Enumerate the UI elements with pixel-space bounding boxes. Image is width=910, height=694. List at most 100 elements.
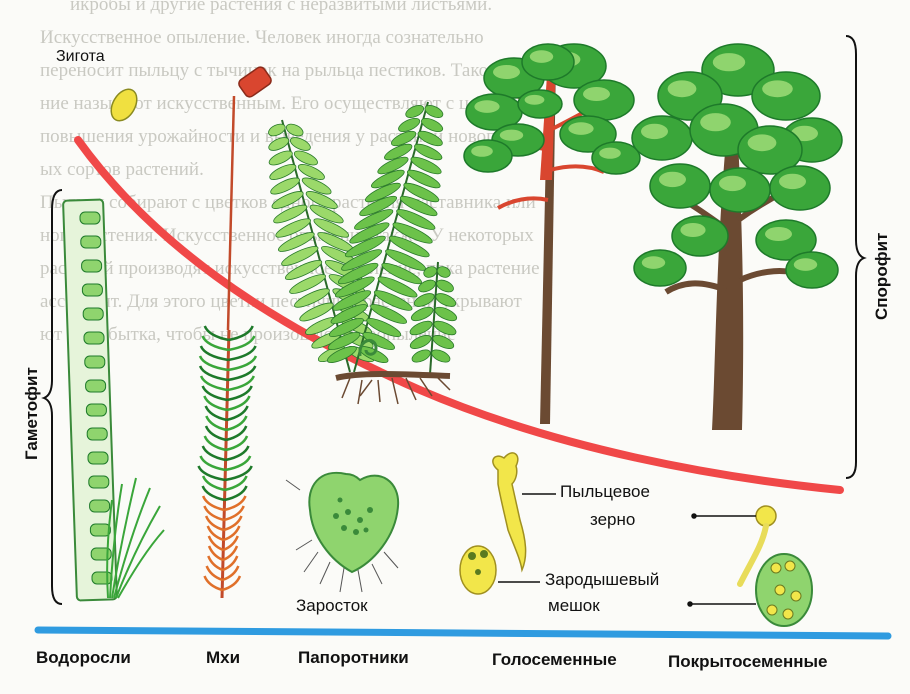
moss-leaf: [224, 485, 248, 502]
algae-cell: [83, 331, 105, 345]
algae-cell: [82, 307, 104, 321]
fern-pinna: [431, 349, 451, 363]
fern-pinna: [414, 143, 443, 161]
fern-pinna: [344, 235, 386, 258]
fern-pinna: [268, 150, 293, 166]
fern-pinna: [396, 209, 436, 230]
fern-pinna: [270, 177, 300, 195]
fern-pinna: [406, 169, 441, 189]
moss-leaves: [197, 325, 258, 592]
fern-pinna: [433, 320, 457, 336]
group-label-angiosperms: Покрытосеменные: [668, 652, 828, 671]
moss-leaf: [205, 565, 223, 582]
fern-pinna: [297, 164, 325, 180]
moss-leaf: [223, 515, 243, 532]
pine-foliage-highlight: [499, 129, 524, 141]
fern-fronds: [268, 101, 458, 375]
fern-pinna: [399, 195, 438, 217]
oak-foliage-clump: [769, 165, 831, 211]
fern-pinna: [309, 204, 344, 224]
background-text-line: икробы и другие растения с неразвитыми л…: [70, 0, 492, 15]
moss-leaf: [221, 575, 242, 592]
embryo-sac-label-line1: Зародышевый: [545, 570, 660, 589]
fern-pinna: [293, 150, 318, 166]
fern-pinna: [281, 246, 319, 266]
oak-foliage-clump: [671, 215, 729, 257]
moss-leaf: [198, 355, 229, 372]
fern-pinna: [330, 304, 368, 324]
pine-crowns: [463, 43, 641, 175]
moss-leaf: [198, 365, 228, 382]
fern-pinna: [268, 123, 286, 137]
fern-pinna: [285, 123, 304, 137]
oak-foliage-highlight: [680, 223, 706, 237]
fern-pinna: [409, 320, 433, 336]
algae-cell: [86, 427, 108, 441]
background-text-line: ние называют искусственным. Его осуществ…: [40, 93, 510, 114]
fern-pinna: [329, 318, 364, 337]
moss-leaf: [199, 345, 229, 362]
algae-cell: [88, 475, 110, 489]
algae-cell: [90, 547, 112, 561]
fern-pinna: [418, 279, 436, 293]
fern-pinna: [410, 156, 442, 175]
fern-pinna: [373, 290, 413, 311]
algae-cell: [91, 571, 113, 585]
pine-foliage-clump: [521, 43, 575, 81]
fern-pinna: [268, 137, 290, 151]
fern-pinna: [359, 195, 398, 217]
moss-leaf: [206, 525, 224, 542]
oak-foliage-highlight: [719, 175, 746, 192]
moss-leaf: [228, 335, 256, 352]
fern-pinna: [294, 288, 330, 308]
oak-foliage-highlight: [667, 80, 697, 98]
algae-cell: [85, 379, 107, 393]
pine-foliage-highlight: [474, 100, 500, 113]
fern-pinna: [354, 209, 394, 230]
group-label-algae: Водоросли: [36, 648, 131, 667]
moss-leaf: [225, 455, 252, 472]
pine-foliage-highlight: [493, 65, 520, 79]
pollen-grain-label-line2: зерно: [590, 510, 636, 529]
embryo-sac-label-line2: мешок: [548, 596, 600, 615]
moss-leaf: [224, 495, 247, 512]
background-text-line: переносит пыльцу с тычинок на рыльца пес…: [40, 60, 558, 81]
oak-foliage-clump: [709, 167, 771, 213]
fern-pinna: [334, 276, 375, 298]
fern-pinna: [377, 276, 418, 298]
moss-leaf: [226, 405, 249, 422]
moss-leaf: [226, 395, 251, 412]
prothallus-illustration: [285, 471, 400, 593]
gymnosperm-embryo-sac: [459, 545, 497, 595]
algae-cells: [79, 211, 113, 585]
algae-cell: [80, 235, 102, 249]
fern-pinna: [423, 266, 438, 278]
fern-pinna: [410, 306, 434, 322]
fern-pinna: [289, 137, 311, 151]
background-text: икробы и другие растения с неразвитыми л…: [40, 0, 558, 345]
moss-leaf: [201, 445, 226, 462]
moss-leaf: [222, 565, 240, 582]
fern-pinna: [417, 130, 443, 147]
moss-leaf: [222, 555, 239, 572]
fern-pinna: [332, 290, 372, 311]
fern-pinna: [305, 191, 338, 209]
oak-foliage-highlight: [641, 123, 668, 140]
zygote-label: Зигота: [56, 48, 105, 65]
fern-rachis: [429, 261, 439, 375]
moss-leaf: [226, 385, 253, 402]
oak-foliage-highlight: [762, 80, 793, 98]
fern-pinna: [432, 335, 455, 349]
moss-leaf: [204, 515, 225, 532]
fern-illustration: [268, 101, 458, 405]
background-text-line: Искусственное опыление. Человек иногда с…: [40, 27, 484, 48]
fern-pinna: [434, 306, 458, 322]
background-text-line: повышения урожайности и выведения у раст…: [40, 126, 503, 147]
sporophyte-brace: [845, 35, 867, 479]
moss-leaf: [222, 545, 239, 562]
algae-cell: [84, 355, 106, 369]
moss-illustration: [197, 66, 272, 599]
fern-pinna: [301, 177, 332, 195]
fern-pinna: [273, 204, 308, 224]
